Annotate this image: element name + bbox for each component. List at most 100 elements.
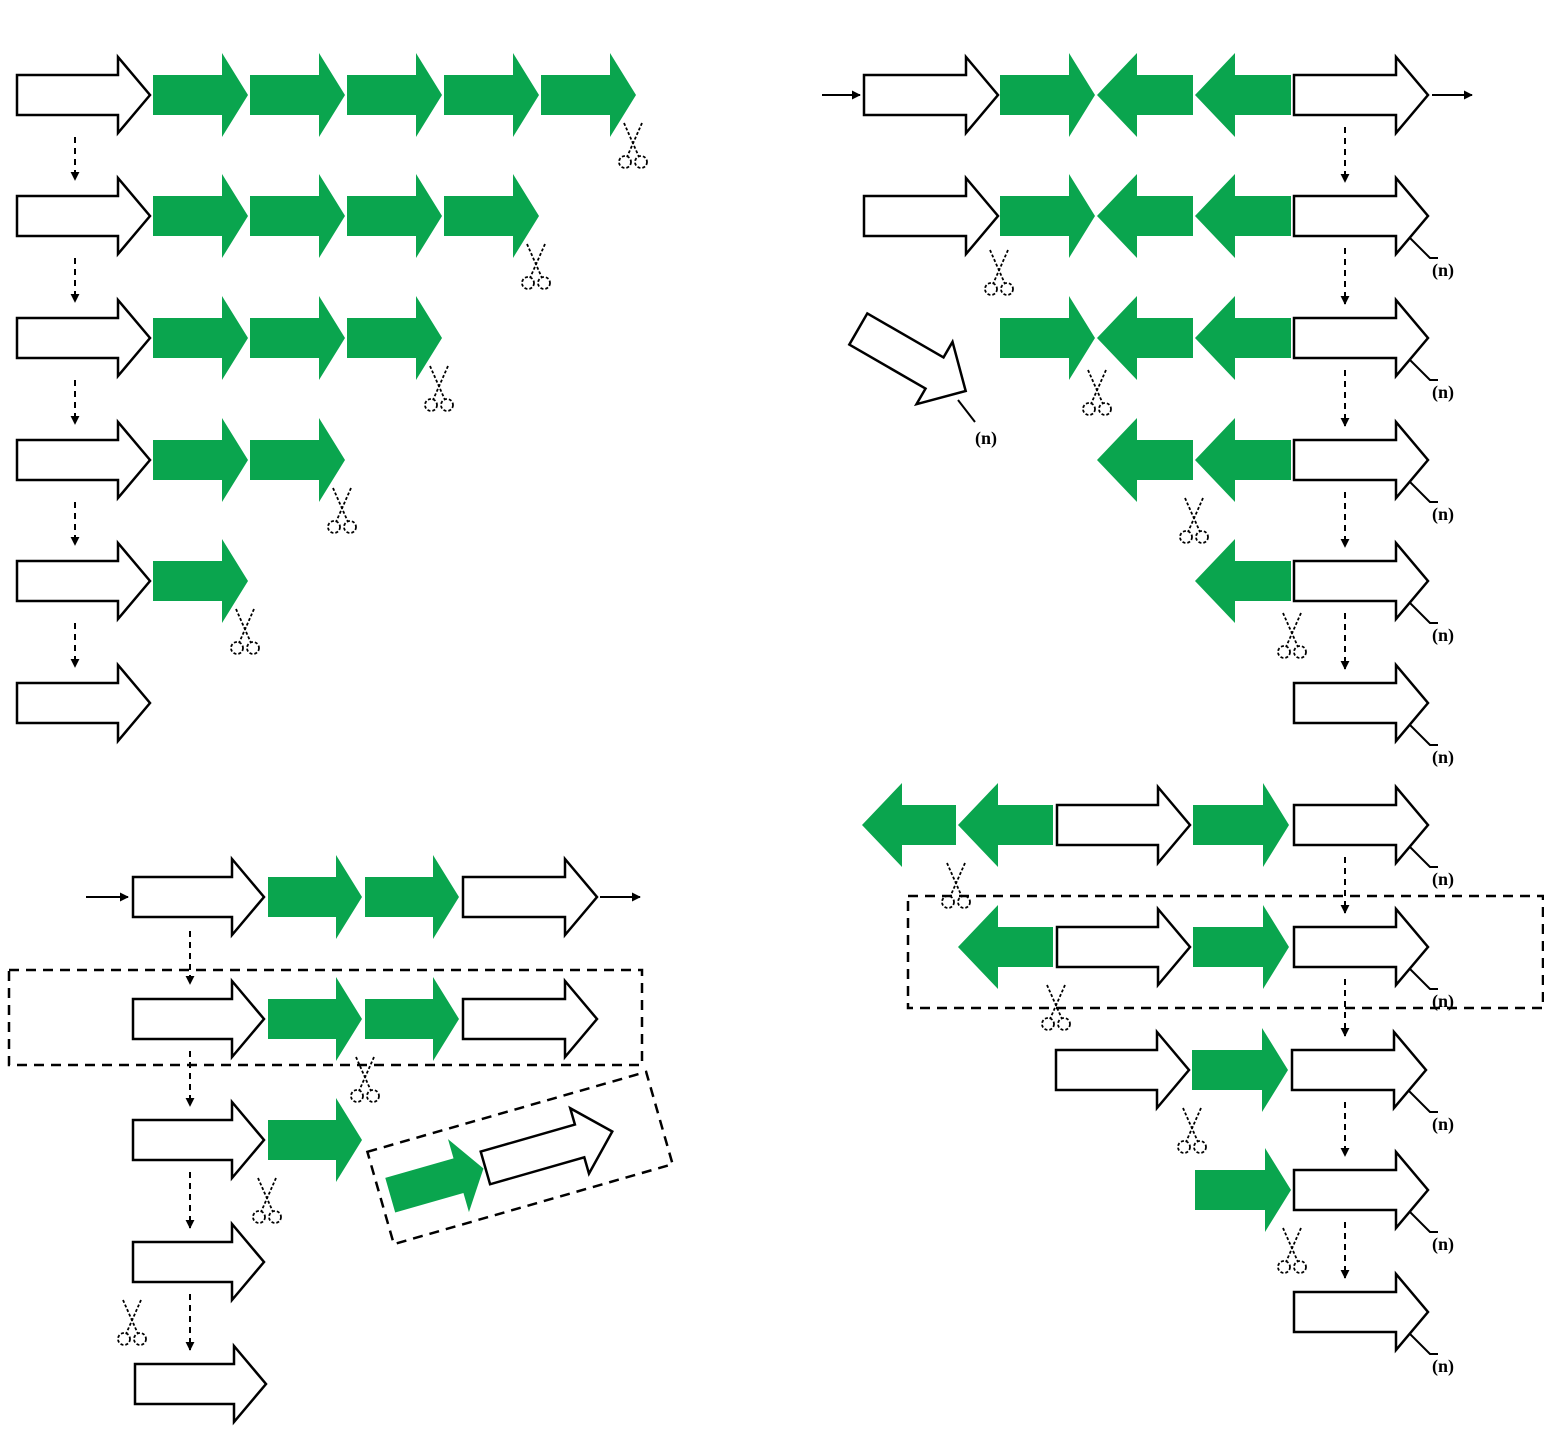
gene-atp8-6	[461, 977, 599, 1061]
trna-ala	[153, 53, 248, 137]
gene-coi	[1292, 418, 1430, 502]
gene-coii	[1290, 1028, 1428, 1112]
trna-lys	[268, 1098, 362, 1182]
trna-ala	[153, 539, 248, 623]
polya-subscript: (n)	[1432, 1114, 1454, 1135]
polya-subscript: (n)	[1432, 504, 1454, 525]
polya-subscript: (n)	[1432, 1356, 1454, 1377]
trna-leu	[1195, 1148, 1291, 1232]
gene-coii	[131, 855, 266, 939]
trna-cys	[862, 783, 956, 867]
gene-nd3	[15, 174, 152, 258]
gene-nd3	[15, 539, 152, 623]
gene-nd3	[15, 661, 152, 745]
gene-atp8-6	[479, 1105, 614, 1186]
scissors-icon	[941, 862, 971, 909]
polya-tail: (n)	[1432, 504, 1454, 525]
polya-subscript: (n)	[1432, 747, 1454, 768]
polya-tail: (n)	[1432, 747, 1454, 768]
trna-arg	[250, 418, 345, 502]
polya-tail: (n)	[1432, 382, 1454, 403]
scissors-icon	[350, 1056, 380, 1103]
polya-tail-line	[1407, 1209, 1438, 1233]
released-fragment	[365, 1070, 675, 1246]
trna-tyr	[1195, 174, 1291, 258]
polya-tail: (n)	[975, 428, 997, 449]
polya-tail: (n)	[1432, 1356, 1454, 1377]
polya-tail: (n)	[1432, 1114, 1454, 1135]
scissors-icon	[424, 365, 454, 412]
trna-ala	[153, 418, 248, 502]
trna-glu	[541, 53, 636, 137]
gene-nd3	[15, 296, 152, 380]
gene-nd3	[15, 53, 152, 137]
trna-ser	[444, 174, 539, 258]
gene-coi	[1292, 53, 1430, 137]
released-nd2	[847, 311, 968, 407]
polya-tail: (n)	[1432, 625, 1454, 646]
trna-cys	[1097, 418, 1193, 502]
gene-coii	[133, 1342, 268, 1426]
trna-cys	[1097, 53, 1193, 137]
trna-cys	[1097, 296, 1193, 380]
scissors-icon	[230, 608, 260, 655]
gene-coii	[1292, 1148, 1430, 1232]
polya-tail: (n)	[1432, 1234, 1454, 1255]
gene-nd2	[847, 311, 968, 407]
polya-tail: (n)	[1432, 260, 1454, 281]
polya-tail-line	[1407, 357, 1438, 381]
trna-asn	[347, 53, 442, 137]
trna-trp	[1000, 53, 1095, 137]
trna-lys	[268, 977, 362, 1061]
trna-tyr	[958, 905, 1053, 989]
trna-arg	[250, 296, 345, 380]
polya-tail-line	[1407, 844, 1438, 868]
trna-arg	[250, 174, 345, 258]
trna-leu	[1192, 1028, 1288, 1112]
trna-tyr	[1195, 539, 1291, 623]
gene-coi	[1292, 539, 1430, 623]
trna-tyr	[958, 783, 1053, 867]
scissors-icon	[618, 122, 648, 169]
trna-arg	[250, 53, 345, 137]
trna-ser	[444, 53, 539, 137]
gene-coii	[131, 977, 266, 1061]
trna-asn	[347, 174, 442, 258]
polya-subscript: (n)	[1432, 991, 1454, 1012]
polya-subscript: (n)	[1432, 260, 1454, 281]
scissors-icon	[252, 1177, 282, 1224]
polya-tail-line	[1407, 722, 1438, 746]
gene-coii	[1292, 905, 1430, 989]
gene-coi	[1055, 783, 1192, 867]
polya-tail-line	[1407, 479, 1438, 503]
gene-coii	[1292, 783, 1430, 867]
trna-leu	[1193, 783, 1289, 867]
gene-nd3	[15, 418, 152, 502]
polya-tail-line	[957, 399, 976, 423]
highlight-box-b1	[7, 968, 644, 1067]
polya-subscript: (n)	[1432, 869, 1454, 890]
trna-asp	[385, 1139, 484, 1213]
trna-cys	[1097, 174, 1193, 258]
trna-asn	[347, 296, 442, 380]
scissors-icon	[1277, 1227, 1307, 1274]
polya-subscript: (n)	[1432, 625, 1454, 646]
polya-tail: (n)	[1432, 869, 1454, 890]
scissors-icon	[1082, 369, 1112, 416]
trna-tyr	[1195, 53, 1291, 137]
gene-coi	[1292, 661, 1430, 745]
scissors-icon	[521, 243, 551, 290]
trna-asp	[365, 855, 459, 939]
polya-tail-line	[1407, 1331, 1438, 1355]
polya-tail: (n)	[1432, 991, 1454, 1012]
trna-trp	[1000, 296, 1095, 380]
trna-ala	[153, 174, 248, 258]
polya-subscript: (n)	[1432, 382, 1454, 403]
scissors-icon	[327, 487, 357, 534]
trna-trp	[1000, 174, 1095, 258]
scissors-icon	[984, 249, 1014, 296]
gene-coi	[1054, 1028, 1191, 1112]
trna-asp	[365, 977, 459, 1061]
gene-atp8-6	[461, 855, 599, 939]
